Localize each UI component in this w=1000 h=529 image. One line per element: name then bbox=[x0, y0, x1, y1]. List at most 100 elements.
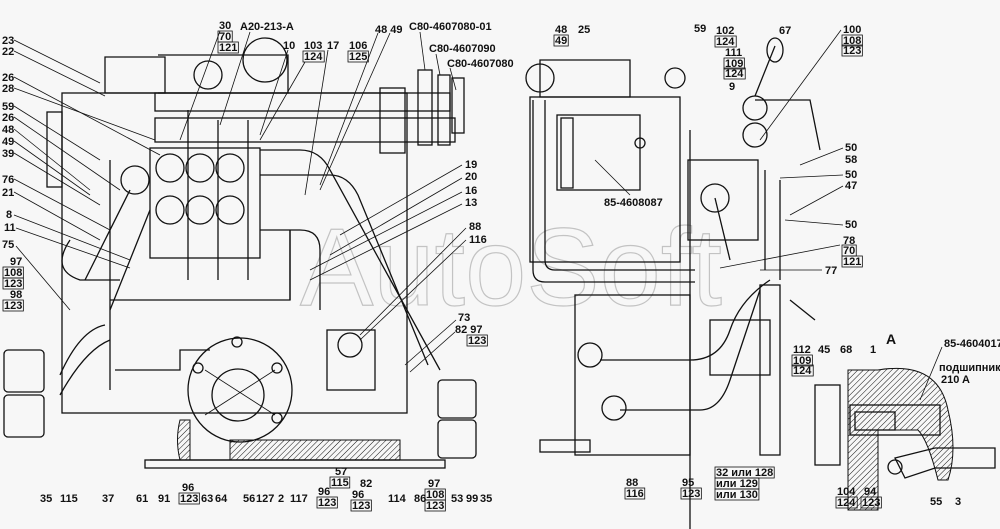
callout: 28 bbox=[2, 83, 14, 95]
callout-boxed: 123 bbox=[180, 493, 198, 505]
callout: 97 bbox=[10, 256, 22, 268]
callout-box bbox=[466, 334, 488, 347]
callout-boxed: 123 bbox=[4, 300, 22, 312]
callout: 73 bbox=[458, 312, 470, 324]
callout: 1 bbox=[870, 344, 876, 356]
callout: 98 bbox=[10, 289, 22, 301]
callout: 95 bbox=[682, 477, 694, 489]
detail-a-drawing bbox=[814, 367, 996, 511]
callout-box bbox=[2, 299, 24, 312]
callout-boxed: 121 bbox=[843, 256, 861, 268]
callout: 85-4608087 bbox=[604, 197, 663, 209]
callout: 9 bbox=[729, 81, 735, 93]
callout: 3 bbox=[955, 496, 961, 508]
callout: 50 bbox=[845, 142, 857, 154]
callout: 59 bbox=[2, 101, 14, 113]
callout-box bbox=[329, 476, 351, 489]
callout: 85-4604017 bbox=[944, 338, 1000, 350]
callout-boxed: 108 bbox=[426, 489, 444, 501]
leader-lines bbox=[13, 29, 943, 401]
callout: 25 bbox=[578, 24, 590, 36]
callout: 116 bbox=[469, 234, 487, 246]
callout-box bbox=[350, 499, 372, 512]
callout: 47 bbox=[845, 180, 857, 192]
callout: 35 bbox=[40, 493, 52, 505]
callout-boxed: 124 bbox=[793, 365, 812, 377]
callout-boxed: 123 bbox=[843, 45, 861, 57]
callout-box bbox=[347, 50, 369, 63]
bearing-label: подшипник bbox=[939, 362, 1000, 374]
callout: 50 bbox=[845, 219, 857, 231]
right-view-callouts: 48 49 25 59 102 124 111 109 124 9 67 100… bbox=[553, 23, 863, 501]
callout-boxed: 109 bbox=[725, 58, 743, 70]
callout: 96 bbox=[182, 482, 194, 494]
callout: 45 bbox=[818, 344, 830, 356]
callout-box bbox=[841, 44, 863, 57]
callout: 26 bbox=[2, 72, 14, 84]
callout: 58 bbox=[845, 154, 857, 166]
callout: 76 bbox=[2, 174, 14, 186]
callout: 106 bbox=[349, 40, 367, 52]
callout-box bbox=[860, 496, 882, 509]
callout-boxed: 121 bbox=[219, 42, 237, 54]
callout: 53 bbox=[451, 493, 463, 505]
callout: 48 bbox=[555, 24, 567, 36]
callout-box bbox=[680, 487, 702, 500]
callout: 114 bbox=[388, 493, 407, 505]
callout-box bbox=[835, 496, 858, 509]
callout: 104 bbox=[837, 486, 856, 498]
callout: 30 bbox=[219, 20, 231, 32]
callout: A20-213-A bbox=[240, 21, 294, 33]
callout: 17 bbox=[327, 40, 339, 52]
callout: 20 bbox=[465, 171, 477, 183]
callout: 63 bbox=[201, 493, 213, 505]
callout: 91 bbox=[158, 493, 170, 505]
callout: 21 bbox=[2, 187, 14, 199]
callout: 8 bbox=[6, 209, 12, 221]
callout: 57 bbox=[335, 466, 347, 478]
callout: 77 bbox=[825, 265, 837, 277]
callout-box bbox=[841, 34, 863, 47]
callout: 117 bbox=[290, 493, 308, 505]
callout: 111 bbox=[725, 47, 742, 59]
callout: 55 bbox=[930, 496, 942, 508]
callout: 67 bbox=[779, 25, 791, 37]
callout-boxed: 123 bbox=[468, 335, 486, 347]
detail-a-callouts: A 112 109 124 45 68 1 85-4604017 подшипн… bbox=[791, 331, 1000, 509]
callout: 96 bbox=[352, 489, 364, 501]
callout-box bbox=[791, 364, 814, 377]
callout-boxed: 123 bbox=[318, 497, 336, 509]
callout-boxed: 115 bbox=[331, 477, 349, 489]
callout: 10 bbox=[283, 40, 295, 52]
callout: 26 bbox=[2, 112, 14, 124]
callout-boxed: 123 bbox=[862, 497, 880, 509]
callout: 35 bbox=[480, 493, 492, 505]
watermark: AutoSoft bbox=[300, 206, 722, 329]
callout-box bbox=[2, 277, 24, 290]
callout-boxed: или 130 bbox=[716, 489, 758, 501]
callout: 64 bbox=[215, 493, 228, 505]
callout: 48 bbox=[2, 124, 14, 136]
callout-boxed: 116 bbox=[626, 488, 644, 500]
right-view-drawing bbox=[525, 37, 821, 529]
callout-boxed: 124 bbox=[716, 36, 735, 48]
callout-boxed: 123 bbox=[426, 500, 444, 512]
callout-box bbox=[316, 496, 338, 509]
callout-boxed: 124 bbox=[304, 51, 323, 63]
callout: 103 bbox=[304, 40, 322, 52]
callout-box bbox=[723, 57, 745, 70]
callout: 11 bbox=[4, 222, 16, 234]
callout-box bbox=[624, 487, 646, 500]
callout-boxed: 109 bbox=[793, 355, 811, 367]
callout: C80-4607080-01 bbox=[409, 21, 492, 33]
callout-boxed: 124 bbox=[725, 68, 744, 80]
callout: 96 bbox=[318, 486, 330, 498]
callout: 49 bbox=[2, 136, 14, 148]
callout-box bbox=[841, 255, 863, 268]
callout-boxed: 70 bbox=[843, 245, 855, 257]
callout-box bbox=[723, 67, 746, 80]
callout-boxed: 108 bbox=[843, 35, 861, 47]
callout-box bbox=[791, 354, 813, 367]
detail-title: A bbox=[886, 331, 896, 347]
